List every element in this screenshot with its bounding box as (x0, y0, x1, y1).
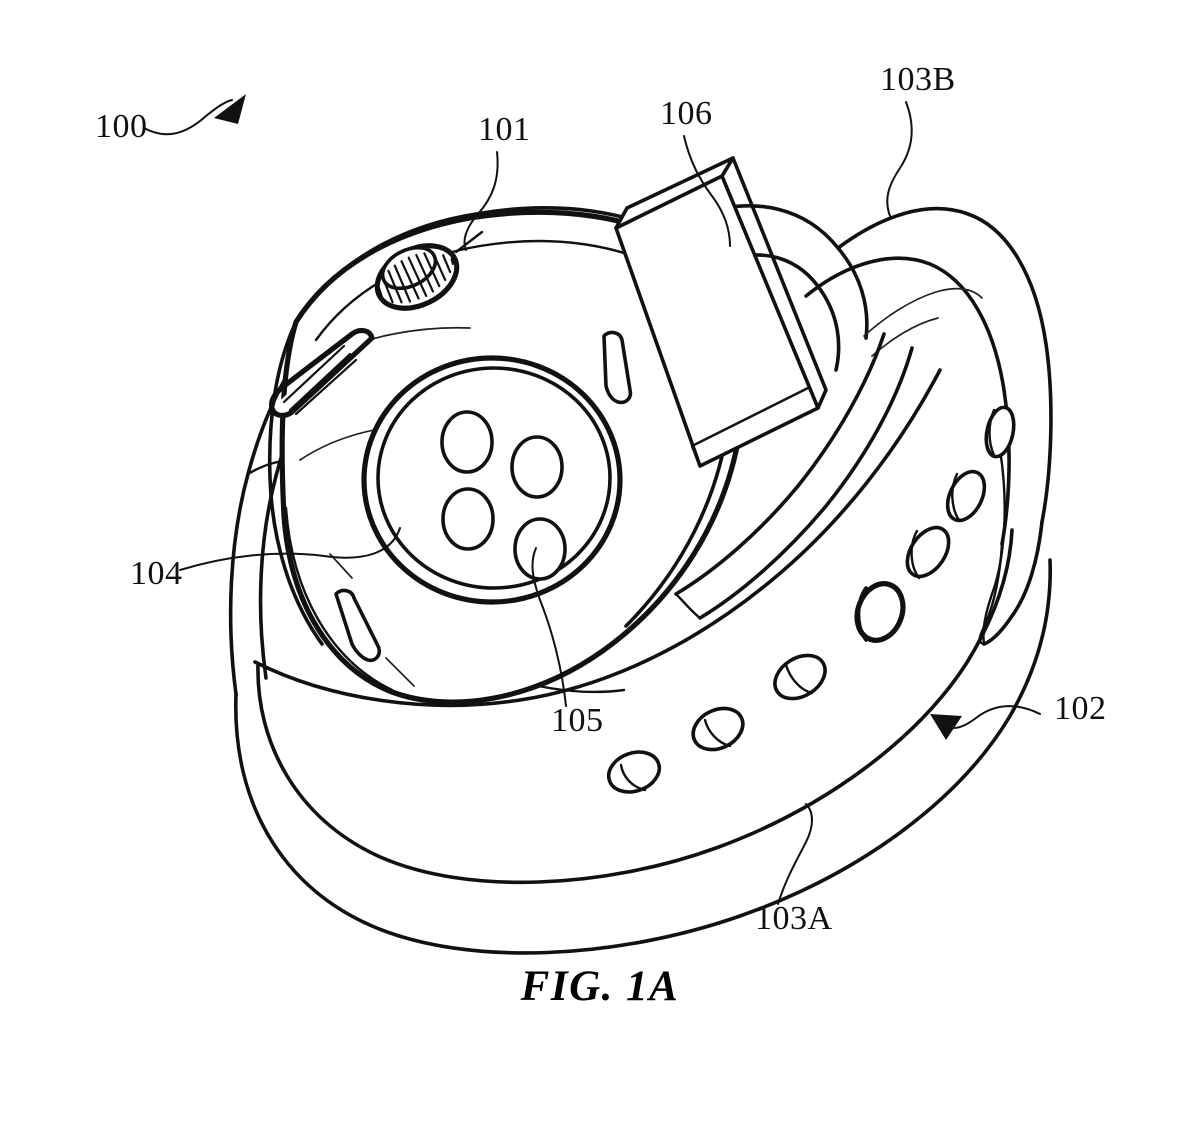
leader-line-101 (463, 151, 499, 251)
band-hole-fill (608, 752, 660, 792)
side-button-outline (269, 327, 375, 419)
speaker-port-fill (336, 590, 380, 661)
band-understrap-upper-edge (698, 204, 869, 340)
band-hole-depth (951, 472, 961, 522)
band-lower-outer-edge (234, 558, 1053, 955)
speaker-port-outline (334, 588, 382, 663)
crown-knurling-ribs (377, 252, 455, 304)
microphone-port-slot (602, 330, 633, 405)
buckle-pin-tongue-tip (674, 592, 702, 620)
speaker-port-leader-hint-2 (385, 657, 415, 687)
band-loop-hidden-contour (863, 287, 983, 337)
rotary-crown-dial[interactable] (367, 230, 484, 321)
ref-label-103a: 103A (755, 900, 833, 937)
ref-label-105: 105 (551, 702, 604, 739)
leader-line-100 (143, 99, 233, 136)
sensor-dome-inner-ring (376, 366, 612, 590)
device-body-group (267, 206, 747, 705)
leader-line-105 (531, 547, 567, 707)
crown-face-fill (382, 247, 436, 289)
sensor-aperture-fill-4 (515, 519, 565, 579)
band-adjustment-holes (606, 405, 1016, 794)
sensor-aperture-4 (513, 517, 567, 581)
side-button-shading (282, 344, 358, 416)
leader-line-103b (886, 101, 913, 217)
ref-label-104: 104 (130, 555, 183, 592)
keeper-top-face-fill (616, 158, 733, 228)
band-hole-outline (905, 525, 951, 579)
sensor-aperture-1 (440, 410, 494, 474)
mic-port-outline (602, 330, 633, 405)
leader-line-102 (953, 705, 1041, 729)
ref-label-103b: 103B (880, 61, 956, 98)
band-hole (984, 405, 1016, 459)
band-hole (945, 469, 987, 523)
side-button[interactable] (269, 327, 375, 419)
band-hole (773, 653, 827, 701)
leader-line-104 (179, 527, 401, 571)
band-hole-outline (984, 405, 1016, 459)
band-hole-depth (856, 586, 868, 642)
band-hole-depth (910, 529, 921, 580)
band-tail-taper (982, 520, 1044, 646)
sensor-dome-outer-ring (361, 355, 623, 605)
band-hole-depth (784, 663, 814, 695)
figure-caption: FIG. 1A (520, 963, 680, 1010)
band-lower-inner-edge (256, 528, 1014, 885)
sensor-aperture-fill-3 (443, 489, 493, 549)
reference-leaders-group (143, 94, 1041, 905)
crown-stem (454, 230, 484, 254)
case-bottom-left-curve (284, 506, 394, 692)
buckle-pin-tongue-upper (674, 332, 886, 596)
band-lower-top-edge (253, 368, 942, 708)
band-hole (905, 525, 951, 580)
band-hole-fill (857, 583, 903, 641)
leader-arrowhead-102 (930, 714, 962, 740)
keeper-front-face-fill (616, 176, 818, 466)
band-hole-fill (947, 471, 985, 521)
side-button-fill (272, 330, 372, 416)
sensor-aperture-fill-1 (442, 412, 492, 472)
rear-sensor-cluster (361, 355, 623, 605)
leader-line-103a (777, 803, 813, 905)
keeper-bottom-edge-detail (690, 386, 810, 468)
sensor-aperture-fill-2 (512, 437, 562, 497)
reference-numeral-labels: 100 101 106 103B 104 105 102 103A (95, 61, 1107, 937)
band-hole (606, 750, 662, 794)
keeper-right-edge (731, 156, 828, 410)
ref-label-102: 102 (1054, 690, 1107, 727)
ref-label-100: 100 (95, 108, 148, 145)
mic-port-fill (604, 332, 631, 403)
band-hole-fill (693, 708, 743, 750)
band-hole (691, 706, 745, 752)
band-assembly-group (228, 204, 1053, 955)
case-top-rim-inner (314, 239, 674, 342)
ref-label-106: 106 (660, 95, 713, 132)
band-upper-outer-edge (836, 206, 1053, 524)
sensor-aperture-2 (510, 435, 564, 499)
band-hole-depth (703, 718, 732, 748)
band-tail-thickness-sliver (982, 448, 1006, 646)
band-hole-fill (986, 407, 1014, 457)
case-body-outline (279, 209, 747, 705)
band-upper-inner-edge (804, 256, 1011, 546)
band-hole-depth (988, 408, 996, 457)
leader-line-106 (683, 135, 731, 247)
leader-arrowhead-100 (214, 94, 246, 124)
case-left-sidewall (267, 320, 324, 646)
ref-label-101: 101 (478, 111, 531, 148)
band-hole-depth (619, 763, 647, 792)
band-hole (854, 581, 906, 643)
buckle-pin-tongue-lower (698, 346, 914, 620)
sensor-aperture-3 (441, 487, 495, 551)
band-keeper-loop (614, 156, 828, 468)
